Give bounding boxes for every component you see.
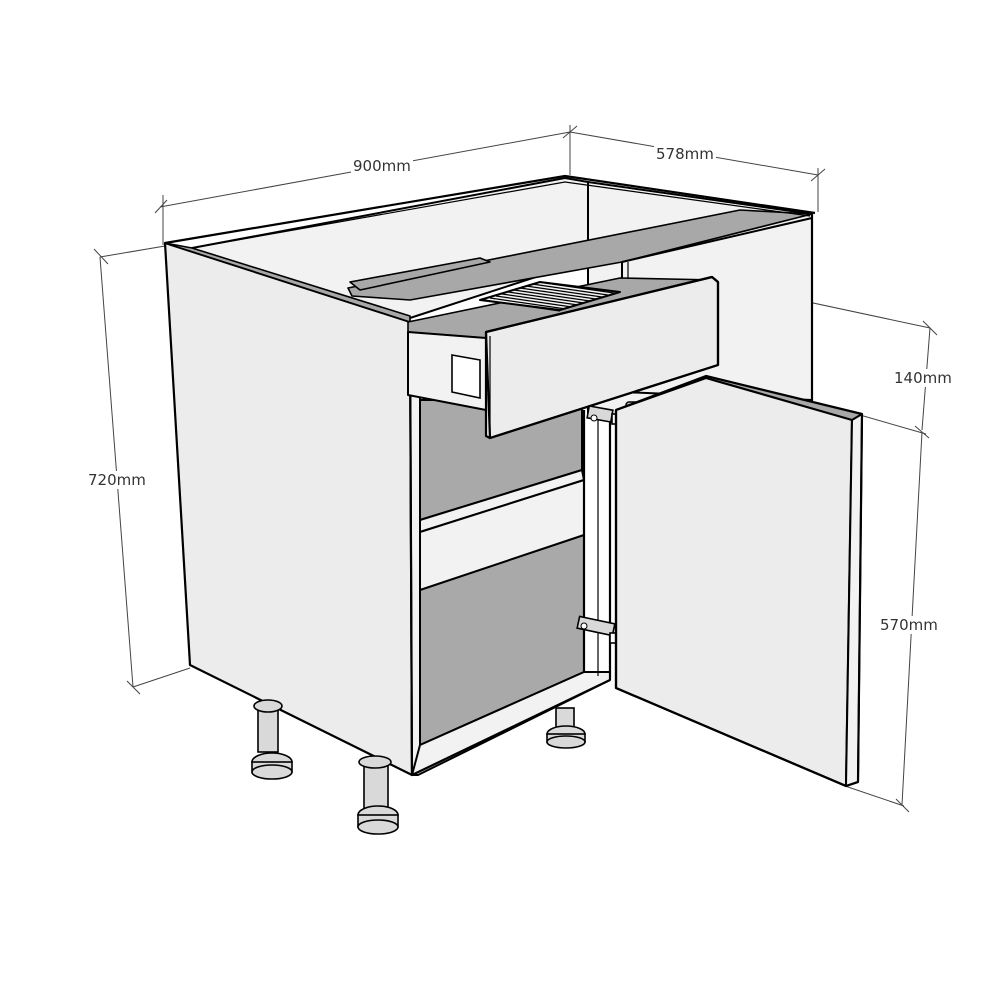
leg-front-right (546, 707, 586, 749)
carcass (163, 174, 816, 777)
leg-front-left (357, 755, 399, 835)
width-dimension-label: 900mm (351, 157, 413, 175)
drawer-height-dimension-label: 140mm (892, 369, 954, 387)
leg-back-left (251, 699, 293, 780)
door[interactable] (614, 374, 864, 788)
door-height-dimension-label: 570mm (878, 616, 940, 634)
drawer[interactable] (407, 275, 720, 440)
height-dimension-label: 720mm (86, 471, 148, 489)
depth-dimension-label: 578mm (654, 145, 716, 163)
